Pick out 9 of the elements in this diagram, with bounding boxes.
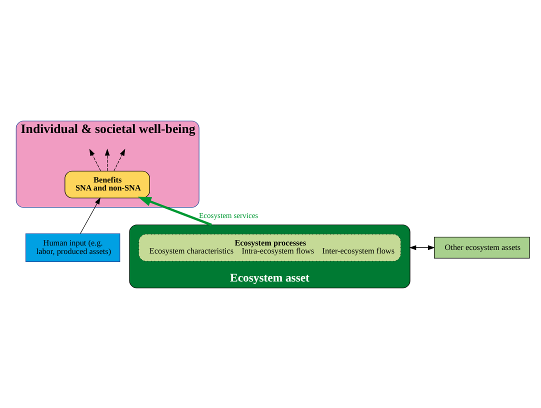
- node-box: Benefits SNA and non-SNA: [64, 170, 150, 198]
- node-box: Other ecosystem assets: [434, 236, 530, 258]
- node-box: Human input (e.g. labor, produced assets): [26, 232, 120, 262]
- arrow: [80, 196, 101, 234]
- arrow: [138, 196, 212, 226]
- node-box: Ecosystem processes Ecosystem characteristics Intra-ecosystem flows Inter-ecosystem flows: [138, 233, 401, 261]
- arrow: [89, 148, 101, 171]
- arrow: [114, 148, 126, 171]
- arrow: [104, 148, 110, 171]
